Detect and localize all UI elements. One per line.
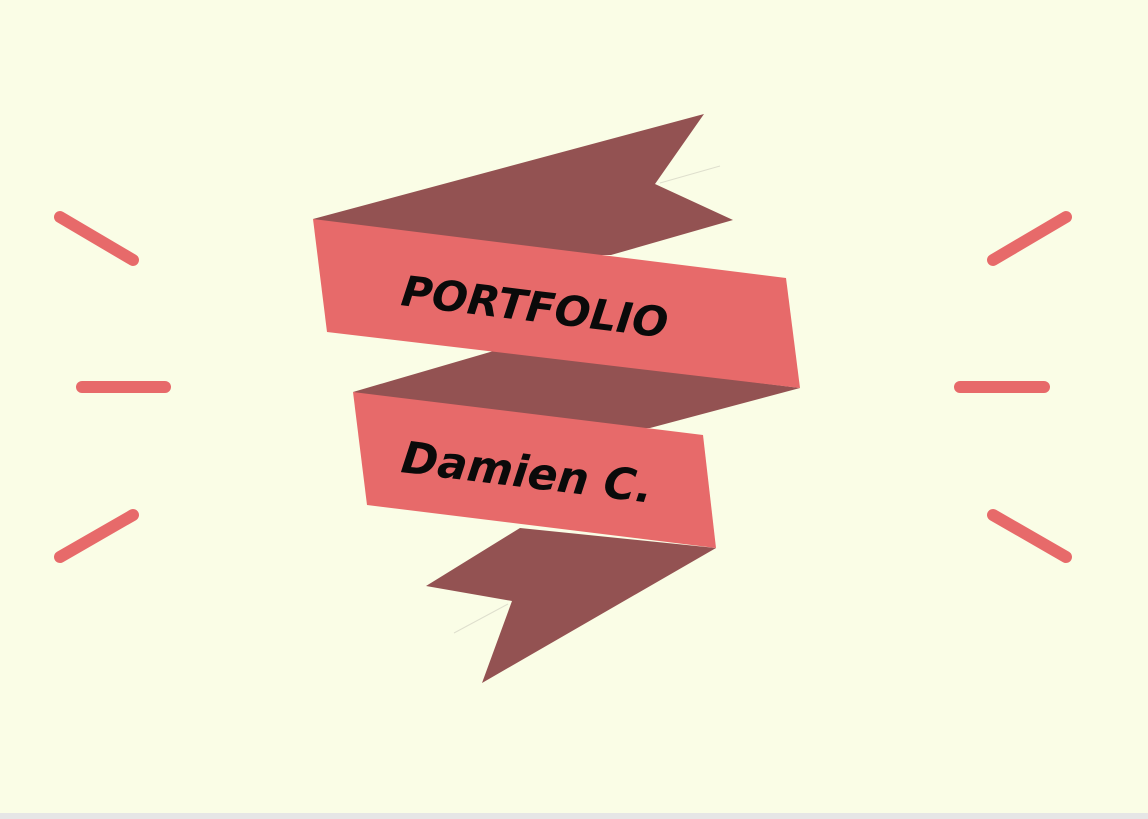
rays-right (954, 211, 1072, 563)
ribbon-panel-bottom (353, 392, 716, 548)
seam-bottom (453, 603, 509, 634)
ray-right-bottom (987, 509, 1072, 563)
ribbon-front (313, 219, 800, 548)
seam-top (659, 165, 721, 184)
ribbon-panel-top (313, 219, 800, 388)
ray-left-top (54, 211, 139, 266)
ray-right-top (987, 211, 1072, 266)
ray-left-bottom (54, 509, 139, 563)
ribbon-tail-top (313, 114, 733, 255)
ribbon-tail-bottom (426, 528, 716, 683)
ribbon-seams (453, 165, 721, 634)
rays-left (54, 211, 171, 563)
